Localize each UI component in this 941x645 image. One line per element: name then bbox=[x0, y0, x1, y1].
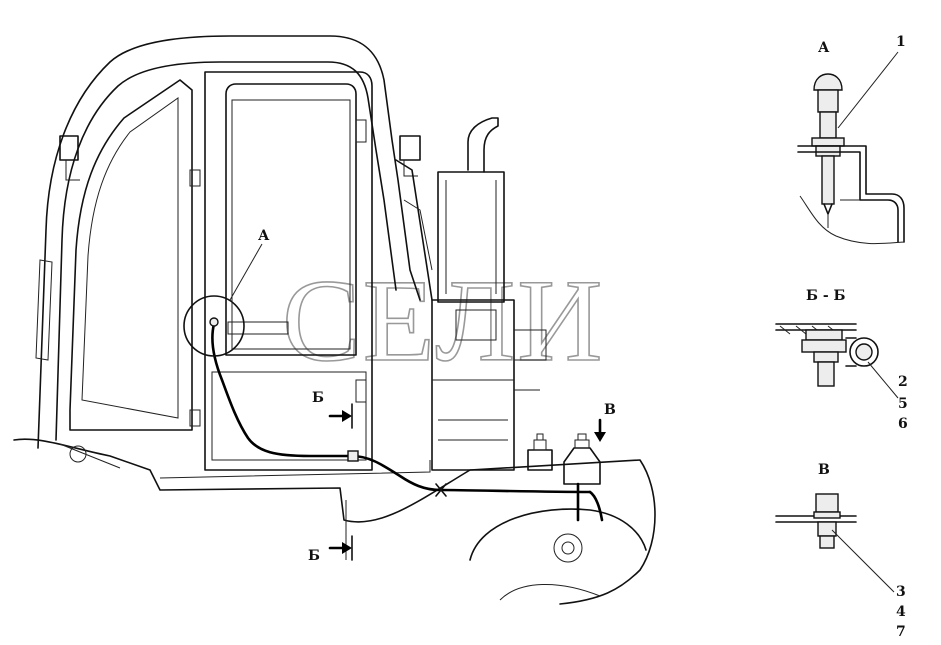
detail-BB-part-5: 5 bbox=[898, 396, 908, 412]
detail-V-title: В bbox=[818, 462, 830, 478]
cab-outer-frame bbox=[37, 35, 421, 449]
cab-inner-frame bbox=[55, 61, 397, 441]
detail-A-part-1: 1 bbox=[896, 34, 906, 50]
muffler bbox=[437, 171, 505, 303]
exhaust-pipe bbox=[467, 117, 499, 173]
view-label-V: В bbox=[604, 402, 616, 418]
left-lamp bbox=[59, 135, 79, 161]
detail-V-part-3: 3 bbox=[896, 584, 906, 600]
detail-BB-part-6: 6 bbox=[898, 416, 908, 432]
detail-V-part-7: 7 bbox=[896, 624, 906, 640]
watermark-logo: СЕЛИ bbox=[282, 255, 604, 386]
detail-A-title: А bbox=[818, 40, 830, 56]
wheel bbox=[469, 508, 647, 561]
switch-point bbox=[209, 317, 219, 327]
right-lamp bbox=[399, 135, 421, 161]
sensor-right bbox=[563, 433, 601, 485]
detail-V: В 3 4 7 bbox=[775, 462, 906, 640]
harness-connector bbox=[347, 450, 359, 462]
cab-door-frame bbox=[204, 71, 373, 471]
detail-BB-title: Б - Б bbox=[806, 288, 846, 304]
section-label-B-top: Б bbox=[312, 390, 324, 406]
detail-BB: Б - Б 2 5 6 bbox=[775, 288, 908, 432]
section-label-B-bottom: Б bbox=[308, 548, 320, 564]
body-fender bbox=[13, 438, 656, 605]
callout-label-A: А bbox=[258, 228, 270, 244]
door-window bbox=[225, 83, 357, 356]
callout-circle-A bbox=[183, 295, 245, 357]
sensor-left bbox=[527, 433, 553, 471]
front-glass-frame bbox=[69, 79, 193, 431]
detail-V-part-4: 4 bbox=[896, 604, 906, 620]
detail-BB-part-2: 2 bbox=[898, 374, 908, 390]
main-view: А Б Б В bbox=[13, 35, 656, 605]
detail-A: А 1 bbox=[797, 34, 906, 245]
